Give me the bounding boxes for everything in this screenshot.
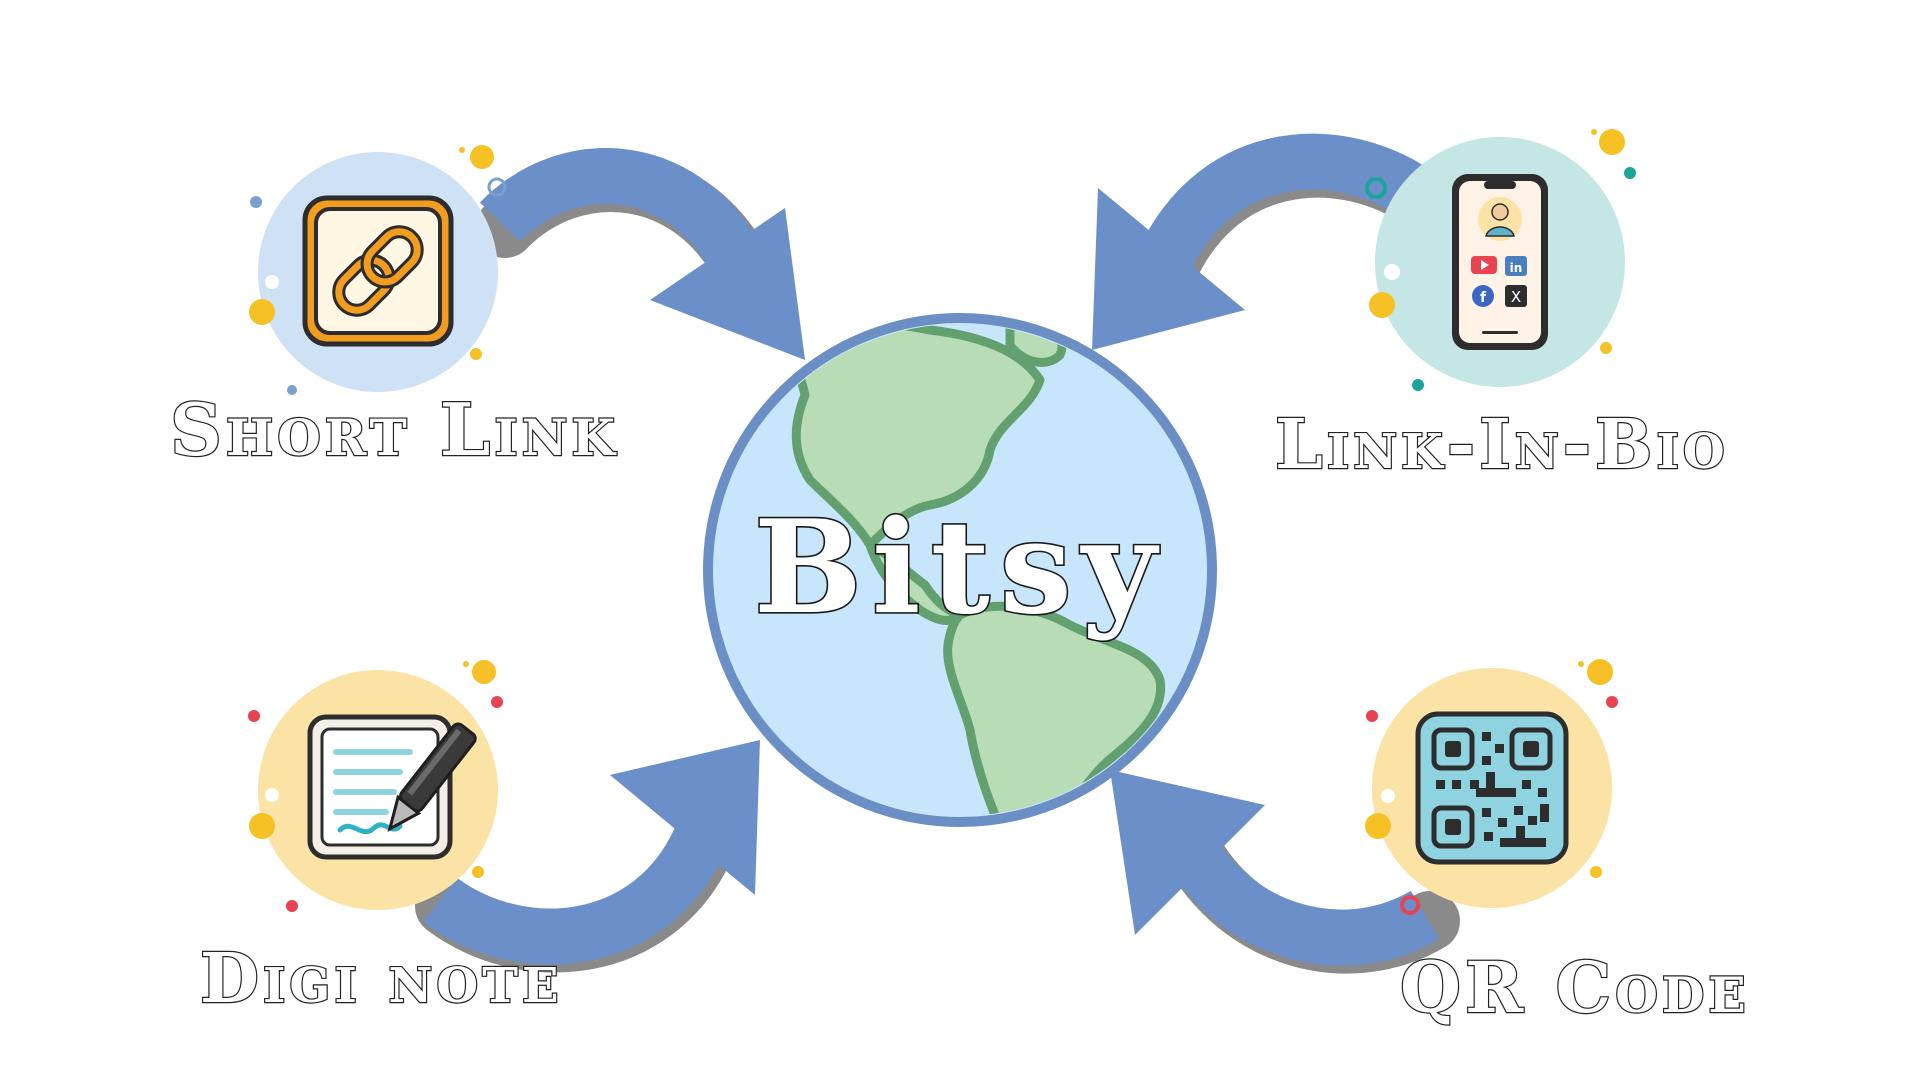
arrow-qr-code-to-globe — [1110, 770, 1460, 974]
feature-qr-code: QR Code — [1365, 659, 1750, 1030]
arrow-short-link-to-globe — [475, 148, 805, 360]
digi-note-label: Digi note — [200, 939, 563, 1019]
feature-link-in-bio: in f X Link-In-Bio — [1274, 129, 1729, 486]
digi-note-decor-dots — [248, 660, 503, 912]
feature-digi-note: Digi note — [199, 660, 563, 1020]
short-link-label: Short Link — [170, 387, 619, 472]
brand-name: Bitsy — [754, 493, 1166, 643]
qr-code-icon — [1415, 711, 1569, 865]
arrows — [415, 133, 1460, 974]
link-in-bio-decor-dots — [1365, 129, 1636, 391]
chain-link-icon — [302, 195, 454, 347]
svg-text:X: X — [1511, 288, 1521, 306]
arrow-digi-note-to-globe — [415, 740, 760, 973]
globe-continents — [784, 324, 1166, 816]
link-in-bio-label: Link-In-Bio — [1275, 405, 1729, 485]
south-america-shape — [943, 601, 1166, 816]
qr-code-decor-dots — [1365, 659, 1618, 915]
globe: Bitsy — [703, 313, 1217, 827]
note-pen-icon — [307, 714, 477, 860]
phone-profile-icon: in f X — [1452, 174, 1548, 350]
svg-text:in: in — [1510, 261, 1523, 275]
short-link-decor-dots — [249, 145, 507, 395]
feature-short-link: Short Link — [169, 145, 619, 473]
qr-code-label: QR Code — [1400, 946, 1750, 1029]
north-america-shape — [784, 324, 1045, 550]
svg-text:f: f — [1480, 290, 1487, 306]
